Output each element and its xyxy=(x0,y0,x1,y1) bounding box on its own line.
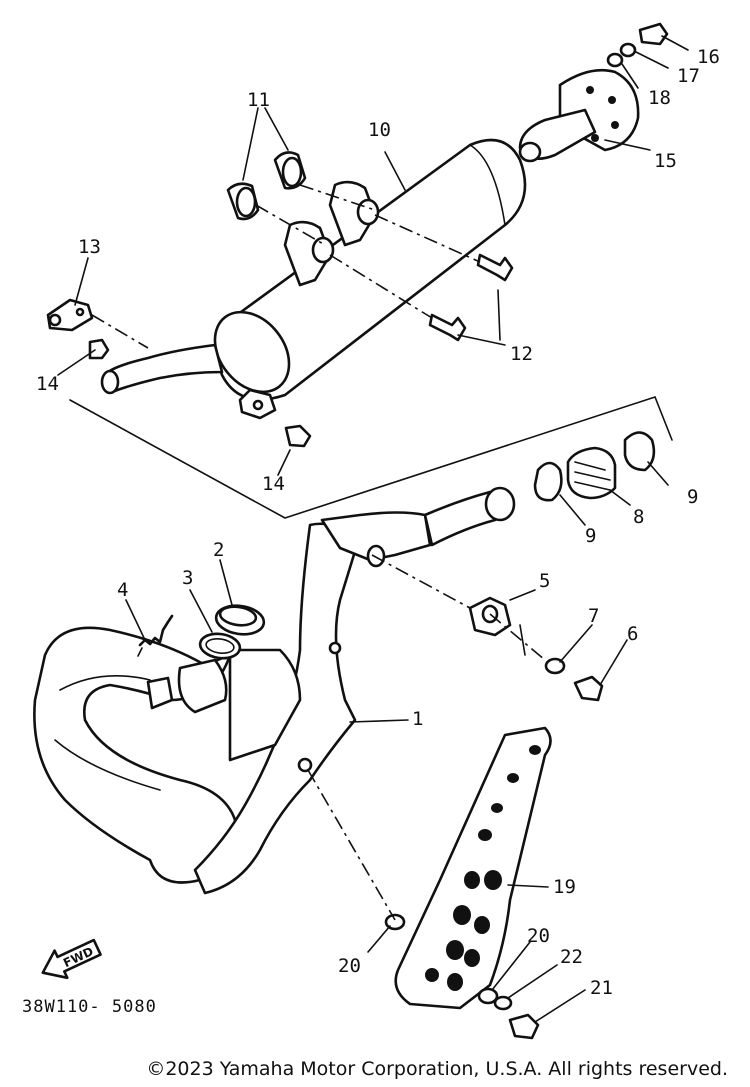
bolt-16[interactable] xyxy=(638,22,669,46)
callout-5: 5 xyxy=(539,570,550,592)
callout-4: 4 xyxy=(117,579,128,601)
callout-2: 2 xyxy=(213,539,224,561)
bolt-14[interactable] xyxy=(88,338,312,448)
bolt-21[interactable] xyxy=(508,1013,540,1040)
assembly-lines xyxy=(69,184,673,921)
callout-3: 3 xyxy=(182,567,193,589)
callout-16: 16 xyxy=(697,46,720,68)
bolt-6[interactable] xyxy=(573,675,604,702)
grommet-11[interactable] xyxy=(226,151,307,221)
washer-18[interactable] xyxy=(606,52,624,68)
callout-19: 19 xyxy=(553,876,576,898)
callout-20a: 20 xyxy=(338,955,361,977)
callout-13: 13 xyxy=(78,236,101,258)
gasket-2[interactable] xyxy=(214,603,266,637)
copyright-text: ©2023 Yamaha Motor Corporation, U.S.A. A… xyxy=(146,1058,728,1080)
callout-9b: 9 xyxy=(687,486,698,508)
damper-5[interactable] xyxy=(468,596,512,637)
callout-12: 12 xyxy=(510,343,533,365)
callout-6: 6 xyxy=(627,623,638,645)
callout-14b: 14 xyxy=(262,473,285,495)
washer-17[interactable] xyxy=(619,42,637,58)
callout-9a: 9 xyxy=(585,525,596,547)
callout-18: 18 xyxy=(648,87,671,109)
reference-code: 38W110- 5080 xyxy=(22,997,157,1017)
callout-20b: 20 xyxy=(527,925,550,947)
tailpipe-15[interactable] xyxy=(518,68,640,163)
heat-guard-19[interactable] xyxy=(394,726,552,1010)
callout-1: 1 xyxy=(412,708,423,730)
callout-15: 15 xyxy=(654,150,677,172)
spring-4[interactable] xyxy=(137,614,174,657)
clamp-9[interactable] xyxy=(533,431,656,502)
callout-10: 10 xyxy=(368,119,391,141)
fwd-arrow-icon: FWD xyxy=(41,938,102,980)
callout-14a: 14 xyxy=(36,373,59,395)
leader-lines xyxy=(57,35,689,1023)
callout-21: 21 xyxy=(590,977,613,999)
oring-3[interactable] xyxy=(198,631,242,660)
callout-22: 22 xyxy=(560,946,583,968)
callout-17: 17 xyxy=(677,65,700,87)
bolt-12[interactable] xyxy=(428,253,514,342)
callouts: 1 2 3 4 5 6 7 8 9 9 10 11 12 13 14 14 15… xyxy=(36,46,720,999)
joint-8[interactable] xyxy=(566,446,617,500)
bracket-13[interactable] xyxy=(46,298,94,332)
exhaust-pipe-1[interactable] xyxy=(33,486,516,895)
callout-8: 8 xyxy=(633,506,644,528)
callout-7: 7 xyxy=(588,605,599,627)
washer-22[interactable] xyxy=(493,995,513,1011)
callout-11: 11 xyxy=(247,89,270,111)
muffler-10[interactable] xyxy=(100,138,527,420)
